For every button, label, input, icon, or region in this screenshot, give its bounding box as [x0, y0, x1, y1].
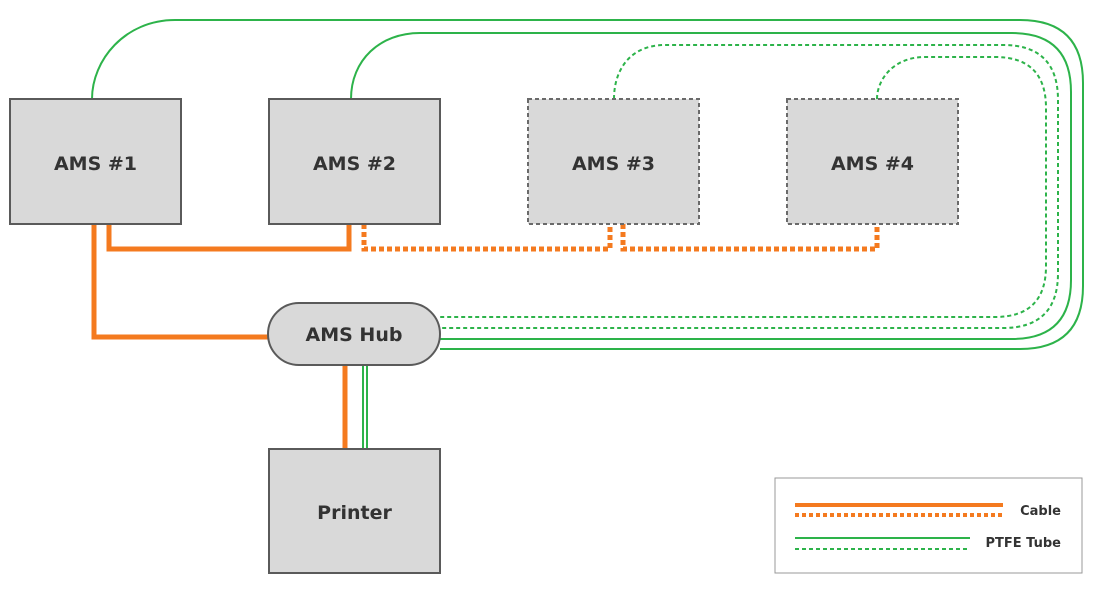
ptfe-tube-ams4 [440, 56, 1047, 318]
ams-4-box: AMS #4 [786, 98, 959, 225]
legend-cable-label: Cable [1020, 504, 1061, 519]
legend-ptfe-label: PTFE Tube [986, 536, 1062, 551]
ams-4-label: AMS #4 [831, 153, 914, 175]
ptfe-tube-ams1 [91, 19, 1084, 350]
ams-1-box: AMS #1 [9, 98, 182, 225]
cable-ams3-ams4 [620, 224, 880, 252]
ams-hub-label: AMS Hub [306, 324, 403, 346]
printer-box: Printer [268, 448, 441, 574]
ams-2-label: AMS #2 [313, 153, 396, 175]
cable-ams1-hub [91, 224, 268, 340]
cables [91, 224, 880, 449]
ams-3-box: AMS #3 [527, 98, 700, 225]
legend: Cable PTFE Tube [774, 477, 1083, 574]
ams-hub-box: AMS Hub [267, 302, 441, 366]
ams-1-label: AMS #1 [54, 153, 137, 175]
ptfe-tubes [91, 19, 1084, 449]
ams-3-label: AMS #3 [572, 153, 655, 175]
ptfe-tube-ams2 [350, 32, 1072, 340]
cable-ams1-ams2 [106, 224, 352, 252]
cable-ams2-ams3 [361, 224, 613, 252]
ams-2-box: AMS #2 [268, 98, 441, 225]
printer-label: Printer [317, 502, 392, 524]
ptfe-tube-ams3 [440, 44, 1059, 329]
